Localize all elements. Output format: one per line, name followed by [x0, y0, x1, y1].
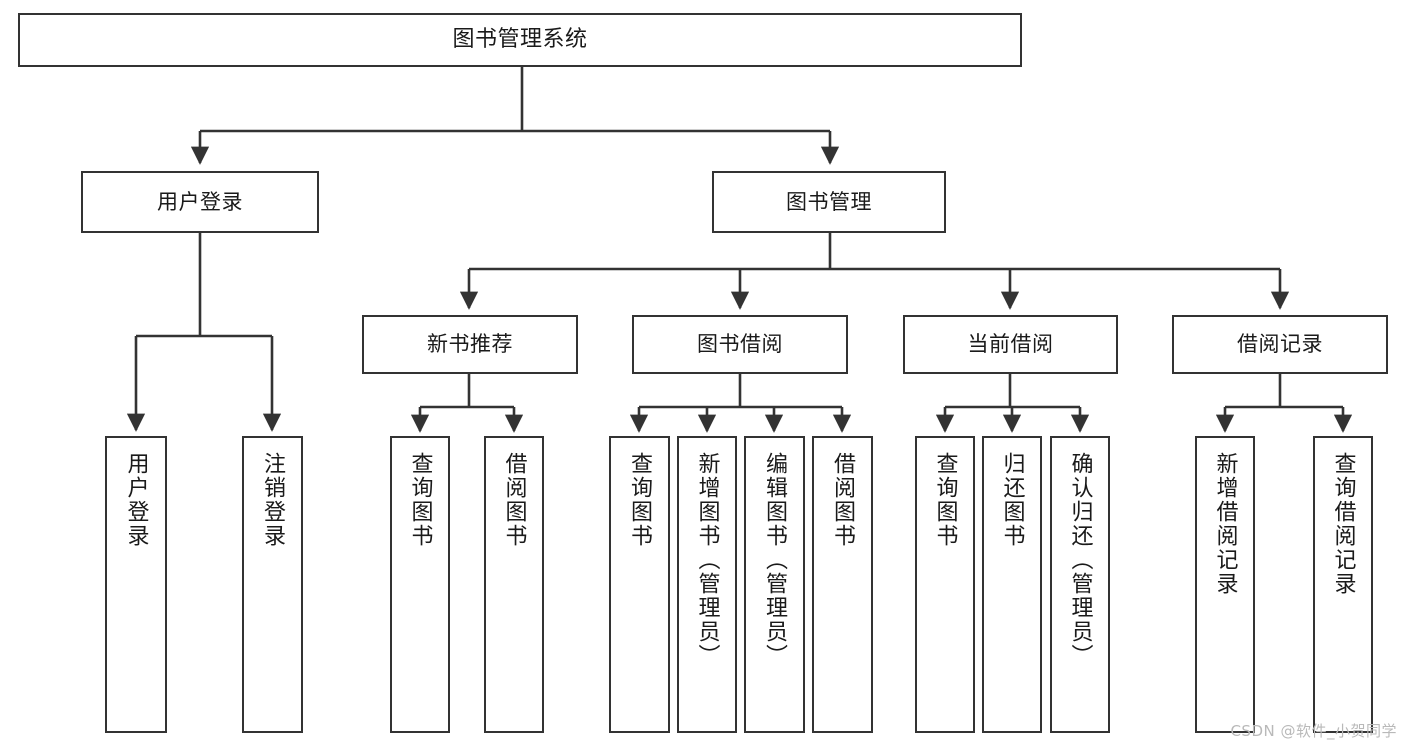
csdn-watermark: CSDN @软件_小贺同学	[1230, 722, 1397, 740]
node-label: 注销登录	[260, 452, 286, 548]
node-label: 当前借阅	[967, 332, 1054, 357]
node-label: 新增图书（管理员）	[694, 452, 720, 668]
node-label: 查询图书	[627, 452, 653, 548]
node-label: 用户登录	[157, 189, 243, 214]
node-leaf-query-borrow-record[interactable]: 查询借阅记录	[1313, 436, 1373, 733]
node-leaf-query-book-2[interactable]: 查询图书	[609, 436, 670, 733]
node-label: 新增借阅记录	[1212, 452, 1238, 596]
node-label: 借阅记录	[1237, 332, 1323, 357]
node-label: 查询借阅记录	[1330, 452, 1356, 596]
node-current-borrow[interactable]: 当前借阅	[903, 315, 1118, 374]
node-label: 借阅图书	[830, 452, 856, 548]
node-label: 借阅图书	[501, 452, 527, 548]
node-label: 查询图书	[932, 452, 958, 548]
node-leaf-return-book[interactable]: 归还图书	[982, 436, 1042, 733]
node-label: 归还图书	[999, 452, 1025, 548]
node-label: 图书管理	[786, 189, 872, 214]
node-borrow-record[interactable]: 借阅记录	[1172, 315, 1388, 374]
node-leaf-add-borrow-record[interactable]: 新增借阅记录	[1195, 436, 1255, 733]
node-label: 图书借阅	[697, 332, 783, 357]
node-label: 用户登录	[123, 452, 149, 548]
node-leaf-add-book[interactable]: 新增图书（管理员）	[677, 436, 737, 733]
node-leaf-query-book-3[interactable]: 查询图书	[915, 436, 975, 733]
node-label: 查询图书	[407, 452, 433, 548]
node-leaf-query-book-1[interactable]: 查询图书	[390, 436, 450, 733]
node-leaf-borrow-book-1[interactable]: 借阅图书	[484, 436, 544, 733]
node-root-system[interactable]: 图书管理系统	[18, 13, 1022, 67]
node-label: 确认归还（管理员）	[1067, 452, 1093, 668]
node-label: 图书管理系统	[452, 27, 588, 53]
node-leaf-edit-book[interactable]: 编辑图书（管理员）	[744, 436, 805, 733]
node-book-manage[interactable]: 图书管理	[712, 171, 946, 233]
node-book-borrow[interactable]: 图书借阅	[632, 315, 848, 374]
node-label: 编辑图书（管理员）	[762, 452, 788, 668]
node-new-book-recommend[interactable]: 新书推荐	[362, 315, 578, 374]
node-leaf-user-logout[interactable]: 注销登录	[242, 436, 303, 733]
node-user-login[interactable]: 用户登录	[81, 171, 319, 233]
node-leaf-user-login[interactable]: 用户登录	[105, 436, 167, 733]
node-label: 新书推荐	[427, 332, 513, 357]
node-leaf-confirm-return[interactable]: 确认归还（管理员）	[1050, 436, 1110, 733]
node-leaf-borrow-book-2[interactable]: 借阅图书	[812, 436, 873, 733]
